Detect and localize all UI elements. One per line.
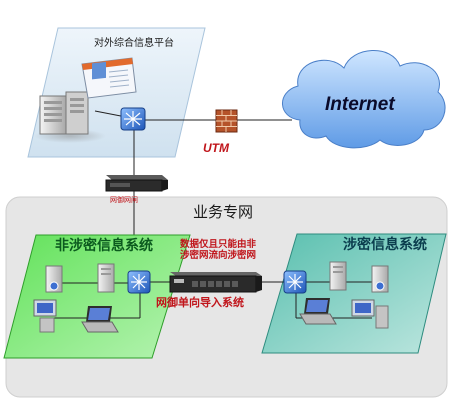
- nonsecret-server-right-icon: [97, 263, 115, 293]
- nonsecret-server-left-icon: [45, 265, 63, 293]
- secret-system-label: 涉密信息系统: [343, 237, 427, 253]
- nonsecret-system-label: 非涉密信息系统: [55, 238, 153, 254]
- nonsecret-laptop-icon: [81, 306, 119, 333]
- secret-switch-icon: [283, 270, 307, 294]
- secret-server-left-icon: [329, 261, 347, 291]
- platform-switch-icon: [120, 107, 146, 131]
- import-system-label: 网御单向导入系统: [156, 296, 244, 309]
- web-screen-icon: [81, 57, 137, 99]
- platform-server-icon: [34, 91, 106, 143]
- gateway-label: 网御网闸: [110, 196, 138, 204]
- flow-direction-note: 数据仅且只能由非 涉密网流向涉密网: [180, 239, 257, 261]
- utm-label: UTM: [203, 141, 229, 155]
- import-appliance-icon: [169, 272, 262, 293]
- firewall-icon: [215, 109, 238, 133]
- nonsecret-switch-icon: [127, 270, 151, 294]
- secret-laptop-icon: [299, 298, 337, 325]
- business-network-label: 业务专网: [193, 203, 254, 221]
- secret-server-right-icon: [371, 265, 389, 293]
- secret-desktop-icon: [351, 299, 389, 329]
- platform-title: 对外综合信息平台: [94, 38, 174, 49]
- nonsecret-desktop-icon: [33, 299, 57, 333]
- internet-label: Internet: [325, 94, 395, 115]
- cloud-icon: [282, 50, 446, 149]
- gateway-appliance-icon: [105, 175, 168, 192]
